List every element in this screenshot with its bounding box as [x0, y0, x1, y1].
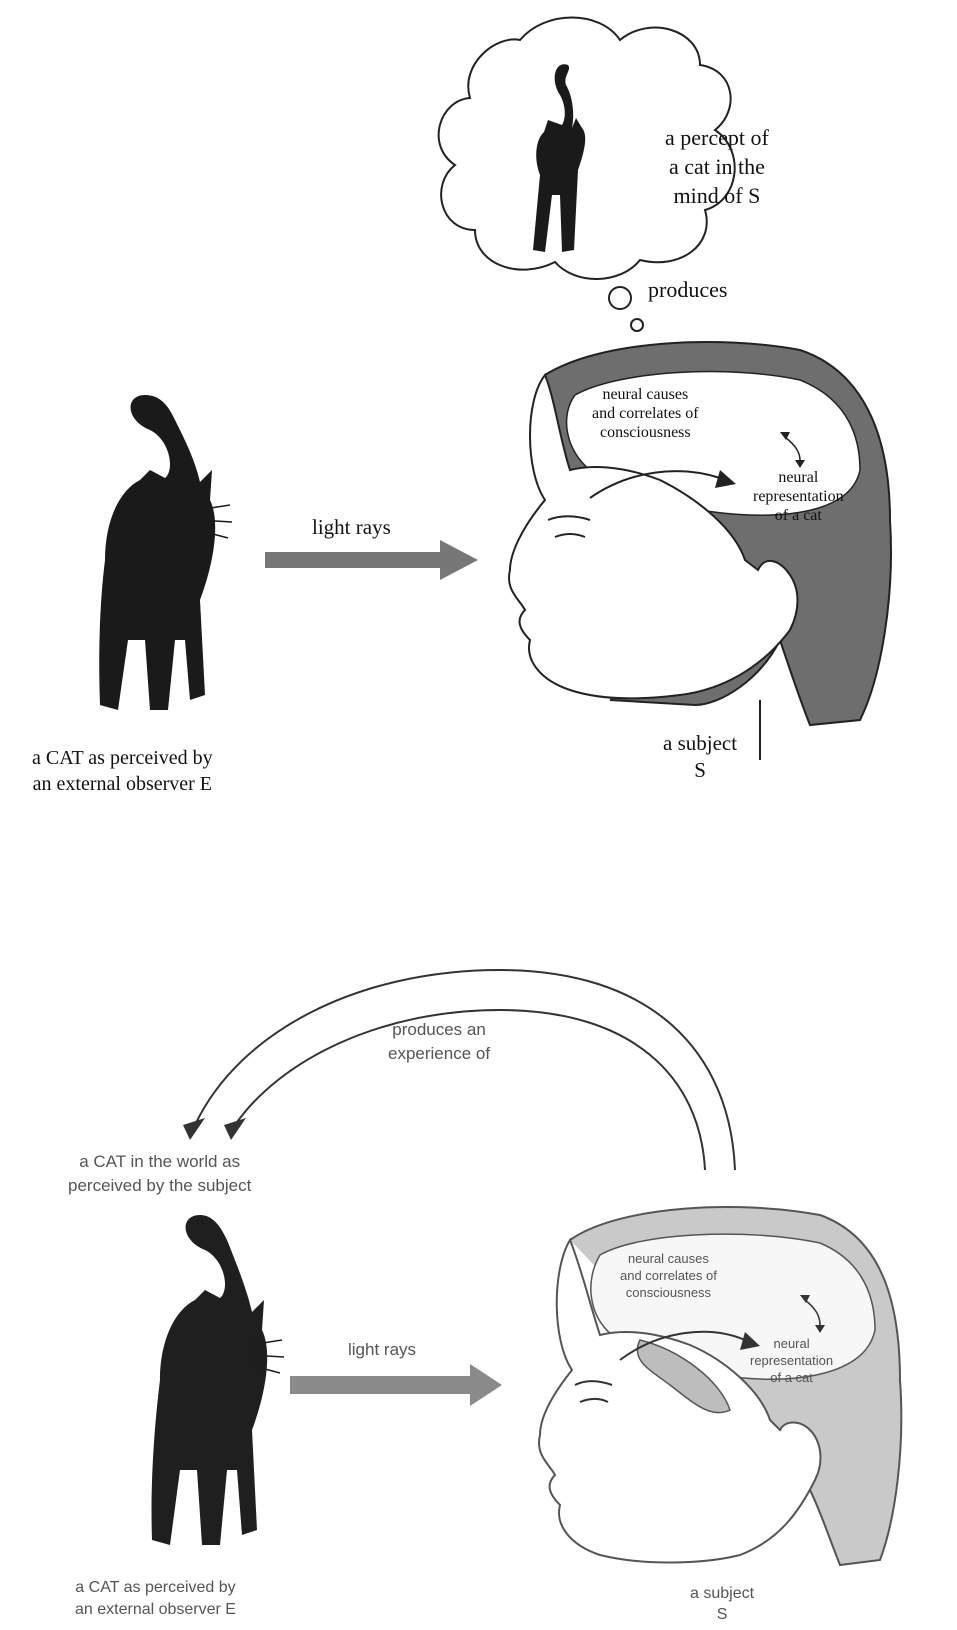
percept-label-line: a cat in the: [668, 154, 765, 179]
neural-causes-line: and correlates of: [620, 1268, 717, 1283]
subject-caption-line: a subject: [690, 1585, 755, 1602]
arc-arrowhead-outer: [183, 1118, 205, 1140]
thought-bubble-small: [630, 318, 644, 332]
subject-caption-line: a subject: [663, 731, 738, 755]
subject-caption-line: S: [716, 1606, 728, 1623]
percept-label-line: mind of S: [673, 183, 761, 208]
neural-causes-label-bottom: neural causes and correlates of consciou…: [620, 1250, 717, 1301]
neural-causes-label: neural causes and correlates of consciou…: [592, 385, 699, 442]
neural-causes-line: consciousness: [599, 424, 691, 441]
cat-caption-line: a CAT as perceived by: [75, 1579, 236, 1596]
arc-label: produces an experience of: [388, 1018, 490, 1066]
world-cat-label-line: perceived by the subject: [68, 1176, 252, 1195]
experience-arc-inner: [234, 1008, 706, 1171]
neural-causes-line: neural causes: [602, 386, 689, 403]
neural-representation-label: neural representation of a cat: [753, 468, 844, 525]
neural-causes-line: neural causes: [627, 1251, 709, 1266]
thought-bubble-large: [608, 286, 632, 310]
cat-caption-line: a CAT as perceived by: [32, 747, 213, 769]
world-cat-label: a CAT in the world as perceived by the s…: [68, 1150, 251, 1198]
produces-label: produces: [648, 277, 728, 302]
light-rays-label: light rays: [312, 515, 391, 539]
neural-representation-line: neural: [773, 1336, 810, 1351]
neural-representation-line: of a cat: [770, 1370, 813, 1385]
thought-cloud: [437, 16, 736, 280]
percept-label-line: a percept of: [665, 125, 769, 150]
light-rays-label-bottom: light rays: [348, 1340, 417, 1359]
experience-arc-outer: [194, 968, 736, 1171]
subject-head-bottom: [538, 1206, 903, 1567]
cat-caption-line: an external observer E: [75, 1601, 236, 1618]
cat-caption-bottom: a CAT as perceived by an external observ…: [75, 1577, 236, 1621]
arc-label-line: experience of: [388, 1044, 491, 1063]
neural-representation-label-bottom: neural representation of a cat: [750, 1335, 833, 1386]
subject-caption-bottom: a subject S: [690, 1583, 754, 1625]
percept-label: a percept of a cat in the mind of S: [665, 123, 769, 210]
cat-caption-line: an external observer E: [32, 773, 213, 795]
cat-in-thought-image: [533, 64, 586, 252]
cat-image: [99, 395, 233, 710]
neural-representation-line: representation: [753, 488, 844, 505]
subject-caption: a subject S: [663, 730, 737, 784]
subject-head: [508, 341, 892, 760]
neural-representation-line: neural: [778, 469, 819, 486]
cat-image-bottom: [151, 1215, 285, 1545]
neural-causes-line: and correlates of: [592, 405, 699, 422]
light-rays-arrow-bottom: [290, 1364, 502, 1406]
world-cat-label-line: a CAT in the world as: [79, 1152, 241, 1171]
neural-causes-line: consciousness: [625, 1285, 712, 1300]
neural-representation-line: representation: [750, 1353, 834, 1368]
arc-label-line: produces an: [392, 1020, 486, 1039]
subject-caption-line: S: [694, 758, 706, 782]
neural-representation-line: of a cat: [774, 507, 822, 524]
cat-caption: a CAT as perceived by an external observ…: [32, 745, 213, 797]
arc-arrowhead-inner: [224, 1118, 246, 1140]
light-rays-arrow: [265, 540, 478, 580]
